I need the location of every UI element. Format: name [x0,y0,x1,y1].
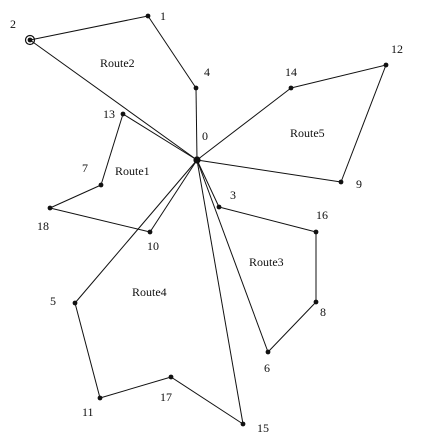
node-label-5: 5 [50,294,56,308]
edge-route4-0-5 [74,159,198,304]
node-label-15: 15 [257,421,269,435]
route-label-route4: Route4 [132,285,167,299]
node-17 [168,374,174,380]
edge-route1-10-0 [149,159,198,233]
node-label-11: 11 [82,405,94,419]
node-label-9: 9 [356,177,362,191]
node-8 [313,299,319,305]
node-10 [147,229,153,235]
edge-route2-0-2 [29,39,198,161]
node-12 [383,62,389,68]
node-2 [27,37,33,43]
edge-route5-0-14 [196,87,292,161]
edge-route1-18-10 [49,207,151,233]
node-label-18: 18 [37,219,49,233]
node-11 [97,395,103,401]
route-label-route1: Route1 [115,164,150,178]
node-18 [47,205,53,211]
node-label-3: 3 [230,188,236,202]
node-label-16: 16 [316,208,328,222]
edge-route5-12-9 [340,64,387,183]
route-label-route2: Route2 [100,56,135,70]
node-1 [145,13,151,19]
edge-route4-5-11 [74,302,101,399]
node-9 [338,179,344,185]
node-label-12: 12 [391,42,403,56]
node-label-0: 0 [202,129,208,143]
edge-route1-7-18 [49,184,102,209]
node-label-17: 17 [160,390,172,404]
edge-route2-2-1 [29,15,149,41]
node-label-6: 6 [264,361,270,375]
node-label-4: 4 [204,65,210,79]
edge-route3-8-6 [267,301,317,353]
node-7 [98,182,104,188]
node-2-ring [24,34,36,46]
node-label-1: 1 [160,9,166,23]
edge-route4-17-15 [170,376,244,425]
node-13 [120,111,126,117]
edge-route3-0-3 [196,159,220,208]
edge-route5-9-0 [196,159,342,183]
edge-route3-6-0 [196,159,269,353]
node-6 [265,349,271,355]
node-14 [288,85,294,91]
edge-route4-11-17 [99,376,172,399]
node-label-13: 13 [103,107,115,121]
edge-route1-13-7 [100,113,124,186]
route-label-route5: Route5 [290,126,325,140]
node-label-7: 7 [82,161,88,175]
edge-route5-14-12 [290,64,387,89]
node-label-14: 14 [285,65,297,79]
node-15 [240,421,246,427]
edge-route2-4-0 [195,87,198,161]
node-0 [193,156,201,164]
node-label-2: 2 [10,17,16,31]
edge-route1-0-13 [122,113,198,161]
node-label-10: 10 [147,239,159,253]
edge-route3-3-16 [218,206,317,233]
edge-route4-15-0 [196,159,244,425]
edge-route2-1-4 [147,15,197,89]
route-nodes [24,13,389,427]
node-3 [216,204,222,210]
node-16 [313,229,319,235]
node-label-8: 8 [320,305,326,319]
node-4 [193,85,199,91]
route-label-route3: Route3 [249,255,284,269]
route-edges [29,15,387,425]
node-5 [72,300,78,306]
